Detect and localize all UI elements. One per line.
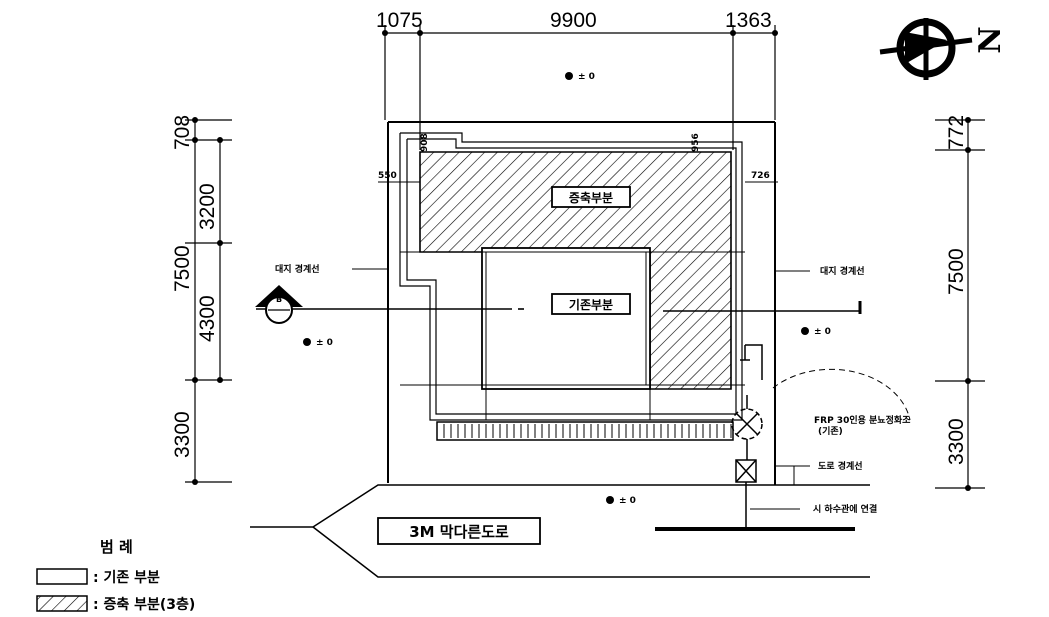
north-label: N <box>973 26 1008 53</box>
section-marker-label: B <box>276 295 282 304</box>
dim-inner-908: 908 <box>420 133 430 152</box>
top-dimension <box>384 25 776 150</box>
section-line <box>256 301 862 314</box>
level-left: ± 0 <box>316 338 333 348</box>
legend-title: 범 례 <box>100 538 133 556</box>
label-site-boundary-left: 대지 경계선 <box>275 263 320 275</box>
legend-existing-swatch <box>36 568 88 585</box>
dim-left-4300: 4300 <box>196 295 219 342</box>
existing-building <box>481 247 651 390</box>
section-marker-icon: B <box>255 285 303 324</box>
septic-tank-icon <box>731 344 763 440</box>
manhole-icon <box>735 439 757 528</box>
label-septic-tank: FRP 30인용 분뇨정화조 <box>814 414 911 426</box>
drain-strip <box>436 421 734 441</box>
level-right: ± 0 <box>814 327 831 337</box>
dim-left-3300: 3300 <box>171 411 194 458</box>
road-outline <box>250 484 870 578</box>
dim-left-7500: 7500 <box>171 245 194 292</box>
level-mark-icon <box>303 72 809 504</box>
legend-extension-swatch <box>36 595 88 612</box>
dim-right-772: 772 <box>945 115 968 150</box>
dim-left-708: 708 <box>171 115 194 150</box>
dim-top-3: 1363 <box>725 9 772 32</box>
label-existing: 기존부분 <box>569 297 613 312</box>
dim-left-3200: 3200 <box>196 183 219 230</box>
label-road: 3M 막다른도로 <box>409 523 509 541</box>
legend-existing-label: : 기존 부분 <box>93 570 160 586</box>
label-septic-note: (기존) <box>818 425 843 437</box>
dim-inner-726: 726 <box>751 171 770 181</box>
left-dimension <box>185 119 232 483</box>
dim-top-1: 1075 <box>376 9 423 32</box>
label-extension: 증축부분 <box>569 190 613 205</box>
label-site-boundary-right: 대지 경계선 <box>820 265 865 277</box>
legend-extension-label: : 증축 부분(3층) <box>93 597 195 613</box>
dim-top-2: 9900 <box>550 9 597 32</box>
right-dimension <box>935 119 985 489</box>
level-bottom: ± 0 <box>619 496 636 506</box>
level-top: ± 0 <box>578 72 595 82</box>
dim-inner-550: 550 <box>378 171 397 181</box>
dim-right-7500: 7500 <box>945 248 968 295</box>
north-arrow-icon <box>879 18 973 80</box>
dim-inner-956: 956 <box>691 133 701 152</box>
dim-right-3300: 3300 <box>945 418 968 465</box>
label-road-boundary: 도로 경계선 <box>818 460 863 472</box>
label-sewer: 시 하수관에 연결 <box>813 503 877 515</box>
legend: 범 례 : 기존 부분 : 증축 부분(3층) <box>36 538 195 613</box>
